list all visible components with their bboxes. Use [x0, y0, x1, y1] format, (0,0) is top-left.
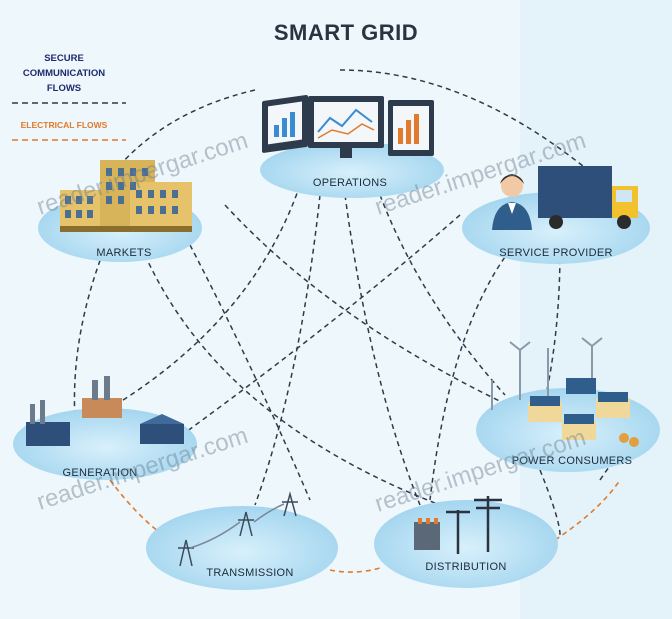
delivery-truck-icon [538, 166, 638, 229]
legend-secure-line1: SECURE [44, 53, 84, 64]
node-label-service-provider: SERVICE PROVIDER [499, 247, 612, 259]
node-distribution: DISTRIBUTION [374, 496, 558, 588]
node-label-transmission: TRANSMISSION [206, 567, 293, 579]
node-markets: MARKETS [38, 160, 202, 262]
electrical-flow [329, 567, 381, 573]
electrical-flow [554, 479, 621, 541]
electrical-flows [109, 479, 621, 573]
page-title: SMART GRID [274, 20, 418, 45]
comm-flow [174, 214, 461, 441]
legend: SECURE COMMUNICATION FLOWS ELECTRICAL FL… [12, 53, 126, 141]
node-label-power-consumers: POWER CONSUMERS [512, 455, 633, 467]
communication-flows [73, 69, 641, 536]
node-power-consumers: POWER CONSUMERS [476, 337, 660, 472]
comm-flow [144, 254, 441, 506]
power-plant-icon [26, 376, 184, 446]
distribution-poles-icon [414, 496, 502, 554]
comm-flow [344, 194, 421, 506]
comm-flow [379, 194, 506, 396]
transmission-towers-icon [178, 491, 298, 567]
legend-secure-line3: FLOWS [47, 83, 81, 94]
comm-flow [544, 249, 561, 401]
comm-flow [224, 204, 541, 421]
comm-flow [254, 194, 321, 506]
node-label-markets: MARKETS [96, 247, 151, 259]
solar-houses-icon [528, 378, 639, 447]
comm-flow [89, 184, 301, 421]
node-generation: GENERATION [13, 376, 197, 480]
node-label-operations: OPERATIONS [313, 177, 387, 189]
node-label-distribution: DISTRIBUTION [425, 561, 506, 573]
node-service-provider: SERVICE PROVIDER [462, 166, 650, 264]
legend-secure-line2: COMMUNICATION [23, 68, 105, 79]
person-icon [492, 174, 532, 230]
node-operations: OPERATIONS [260, 94, 444, 198]
legend-electrical-label: ELECTRICAL FLOWS [21, 120, 108, 130]
node-label-generation: GENERATION [63, 467, 138, 479]
comm-flow [119, 89, 256, 166]
node-transmission: TRANSMISSION [146, 491, 338, 590]
monitors-icon [262, 94, 434, 158]
comm-flow [539, 469, 561, 536]
electrical-flow [109, 479, 171, 541]
comm-flow [189, 244, 311, 501]
office-building-icon [60, 160, 192, 232]
comm-flow [339, 69, 601, 181]
